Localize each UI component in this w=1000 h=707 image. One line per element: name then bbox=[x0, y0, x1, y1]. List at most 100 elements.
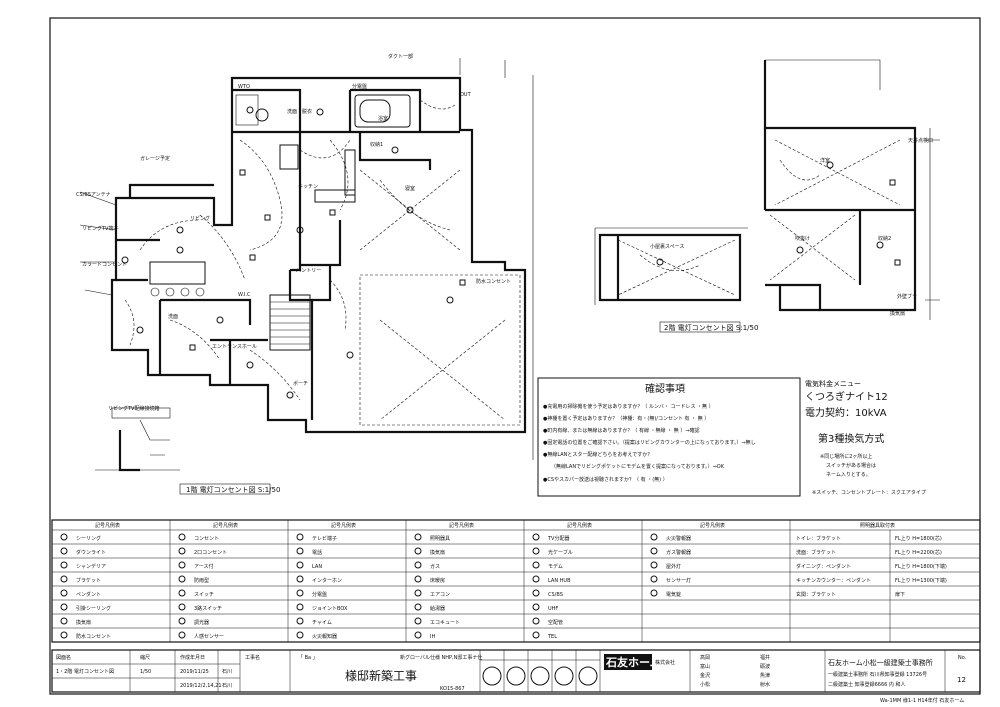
plan-note: CS/BSアンテナ bbox=[76, 192, 111, 198]
confirm-item: ●神棚を置く予定はありますか？（神棚：有・(無)/コンセント 有 ・ 無 ） bbox=[543, 415, 709, 422]
floor1-stairs bbox=[269, 294, 311, 351]
legend-symbol-icon bbox=[60, 561, 68, 569]
legend-header: 記号凡例表 bbox=[449, 522, 474, 529]
legend-symbol-icon bbox=[60, 575, 68, 583]
legend-symbol-icon bbox=[532, 561, 540, 569]
branch-office: 高岡 bbox=[700, 654, 710, 661]
floor1-symbols bbox=[121, 106, 466, 399]
branch-office: 金沢 bbox=[700, 672, 710, 679]
menu-note: ※スイッチ、コンセントプレート：スクエアタイプ bbox=[812, 489, 926, 496]
plan-note: 外壁ブラ bbox=[897, 293, 917, 300]
menu-contract: 電力契約：10kVA bbox=[805, 406, 887, 419]
branch-office: 富山 bbox=[700, 663, 710, 670]
legend-symbol-icon bbox=[60, 603, 68, 611]
room-label: 小屋裏スペース bbox=[650, 243, 684, 250]
page-number: 12 bbox=[957, 676, 966, 684]
room-label: 洗面・脱衣 bbox=[287, 108, 312, 115]
tb-label: 作成年月日 bbox=[180, 654, 205, 661]
room-label: 浴室 bbox=[378, 115, 388, 122]
floor2-plan: 小屋裏スペース 洋室 収納2 吹抜け 天井点検口 外壁ブラ 換気扇 2階 電灯コ… bbox=[594, 59, 940, 333]
tb-name: 石川 bbox=[222, 669, 232, 675]
menu-vent: 第3種換気方式 bbox=[818, 432, 884, 445]
tb-drawing-name: 1・2階 電灯コンセント図 bbox=[56, 668, 114, 675]
title-block: 図面名 縮尺 1・2階 電灯コンセント図 1/50 作成年月日 2019/11/… bbox=[51, 649, 981, 704]
legend-item-label: 火災報知器 bbox=[312, 633, 337, 640]
legend-item-label: 空配管 bbox=[548, 619, 563, 626]
legend-item-label: 床暖房 bbox=[430, 577, 445, 584]
legend-item-label: コンセント bbox=[194, 536, 219, 542]
legend-item-label: 火災警報器 bbox=[666, 535, 691, 542]
tb-code: KO15-867 bbox=[440, 686, 465, 692]
legend-symbol-icon bbox=[178, 575, 186, 583]
tb-scale: 1/50 bbox=[140, 669, 151, 675]
legend-symbol-icon bbox=[532, 631, 540, 639]
legend-item-label: 3路スイッチ bbox=[194, 605, 222, 612]
plan-note: リビングTV端子 bbox=[82, 225, 118, 232]
tb-date: 2019/11/25 bbox=[180, 669, 209, 675]
fixture-room: ダイニング：ペンダント bbox=[796, 563, 851, 570]
room-label: WTO bbox=[238, 84, 250, 90]
legend-symbol-icon bbox=[178, 589, 186, 597]
legend-symbol-icon bbox=[650, 561, 658, 569]
legend-item-label: 給湯器 bbox=[430, 605, 445, 612]
office-line: 一級建築士事務所 石川県知事登録 13726号 bbox=[828, 671, 927, 678]
room-label: 洋室 bbox=[820, 157, 830, 164]
menu-note: ※同じ場所に2ヶ所以上 bbox=[820, 453, 872, 460]
plan-note: ガレージ予定 bbox=[140, 155, 170, 162]
legend-item-label: ガス bbox=[430, 563, 440, 570]
legend-header: 記号凡例表 bbox=[700, 522, 725, 529]
legend-item-label: アース付 bbox=[194, 563, 213, 570]
confirm-box: 確認事項 ●充電用の掃除機を使う予定はありますか？（ ルンバ・ コードレス ・無… bbox=[537, 377, 801, 497]
room-label: キッチン bbox=[298, 184, 318, 190]
tb-date: 2019/12/2,14,21 bbox=[180, 683, 222, 689]
confirm-title: 確認事項 bbox=[645, 382, 685, 395]
legend-symbol-icon bbox=[178, 617, 186, 625]
room-label: ポーチ bbox=[293, 380, 308, 387]
fixture-room: 洗面：ブラケット bbox=[796, 549, 836, 556]
legend-item-label: チャイム bbox=[312, 620, 332, 626]
legend-symbol-icon bbox=[296, 575, 304, 583]
office-name: 石友ホーム小松一級建築士事務所 bbox=[828, 658, 933, 667]
legend-item-label: 調光器 bbox=[194, 619, 209, 626]
legend-symbol-icon bbox=[414, 631, 422, 639]
plan-note: カラードコンセント bbox=[82, 262, 127, 268]
legend-symbol-icon bbox=[532, 575, 540, 583]
legend-symbol-icon bbox=[178, 561, 186, 569]
legend-item-label: UHF bbox=[548, 606, 558, 612]
legend-item-label: LAN HUB bbox=[548, 578, 571, 584]
legend-symbol-icon bbox=[414, 547, 422, 555]
branch-office: 小松 bbox=[700, 681, 710, 688]
legend-symbol-icon bbox=[60, 617, 68, 625]
room-label: 分電盤 bbox=[352, 83, 367, 90]
page-label: No. bbox=[958, 655, 967, 661]
legend-item-label: エアコン bbox=[430, 592, 450, 598]
legend-item-label: ジョイントBOX bbox=[312, 606, 348, 612]
legend-symbol-icon bbox=[296, 603, 304, 611]
confirm-item: ●充電用の掃除機を使う予定はありますか？（ ルンバ・ コードレス ・無 ） bbox=[543, 403, 714, 410]
menu-note: スイッチがある場合は bbox=[826, 462, 876, 469]
legend-item-label: 2口コンセント bbox=[194, 550, 227, 556]
floor1-plan: 1階 電灯コンセント図 S:1/50 洗面・脱衣 浴室 収納1 寝室 キッチン … bbox=[76, 53, 534, 495]
legend-symbol-icon bbox=[178, 603, 186, 611]
tb-project: 様邸新築工事 bbox=[345, 668, 417, 683]
legend-item-label: シーリング bbox=[76, 535, 101, 542]
legend-symbol-icon bbox=[296, 561, 304, 569]
menu-plan: くつろぎナイト12 bbox=[805, 390, 888, 403]
room-label: W.I.C bbox=[238, 292, 251, 298]
legend-symbol-icon bbox=[414, 561, 422, 569]
floor2-caption: 2階 電灯コンセント図 S:1/50 bbox=[664, 323, 758, 332]
legend-symbol-icon bbox=[650, 575, 658, 583]
plan-note: ダクト一部 bbox=[388, 53, 413, 60]
legend-item-label: TEL bbox=[547, 634, 557, 640]
legend-item-label: シャンデリア bbox=[76, 563, 106, 570]
legend-symbol-icon bbox=[414, 575, 422, 583]
legend-header: 記号凡例表 bbox=[95, 522, 120, 529]
legend-symbol-icon bbox=[532, 603, 540, 611]
plan-note: 換気扇 bbox=[890, 310, 905, 317]
legend-item-label: ダウンライト bbox=[76, 549, 106, 556]
legend-item-label: 換気扇 bbox=[430, 549, 445, 556]
legend-item-label: LAN bbox=[312, 564, 322, 570]
room-label: 収納1 bbox=[370, 141, 383, 148]
confirm-item: ●無線LANとスター配線どちらをお考えですか？ bbox=[543, 451, 652, 458]
